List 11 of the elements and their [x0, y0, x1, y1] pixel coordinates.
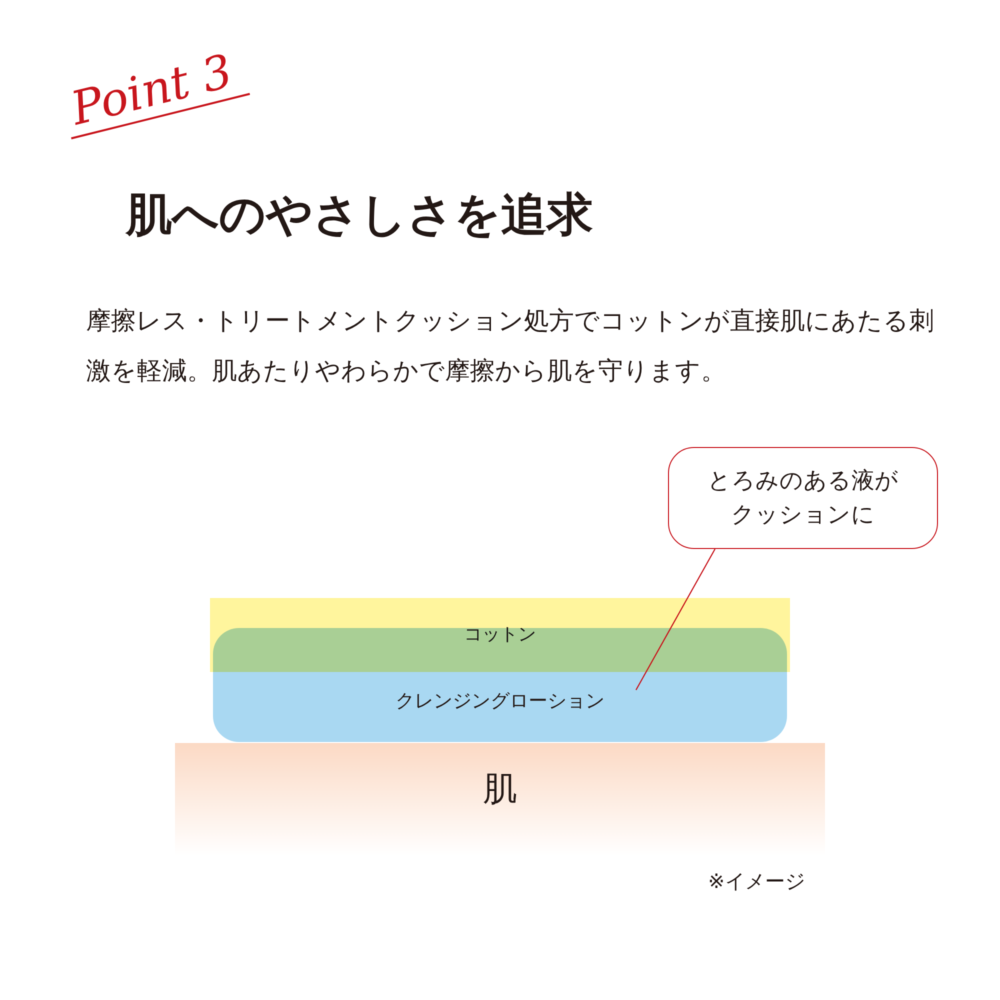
page-title: 肌へのやさしさを追求 — [126, 186, 593, 243]
callout-bubble — [668, 447, 938, 549]
layer-label: クレンジングローション — [396, 689, 604, 714]
script-heading: Point 3 — [58, 40, 250, 140]
callout-text: とろみのある液がクッションに — [706, 467, 900, 530]
leader-line — [635, 548, 716, 690]
image-note: ※イメージ — [708, 868, 805, 895]
body-paragraph: 摩擦レス・トリートメントクッション処方でコットンが直接肌にあたる刺激を軽減。肌あたりやわらかで摩擦から肌を守ります。 — [86, 305, 935, 387]
lotion-layer — [213, 628, 787, 742]
layer-label: 肌 — [483, 768, 517, 811]
layer-label: コットン — [464, 623, 536, 646]
